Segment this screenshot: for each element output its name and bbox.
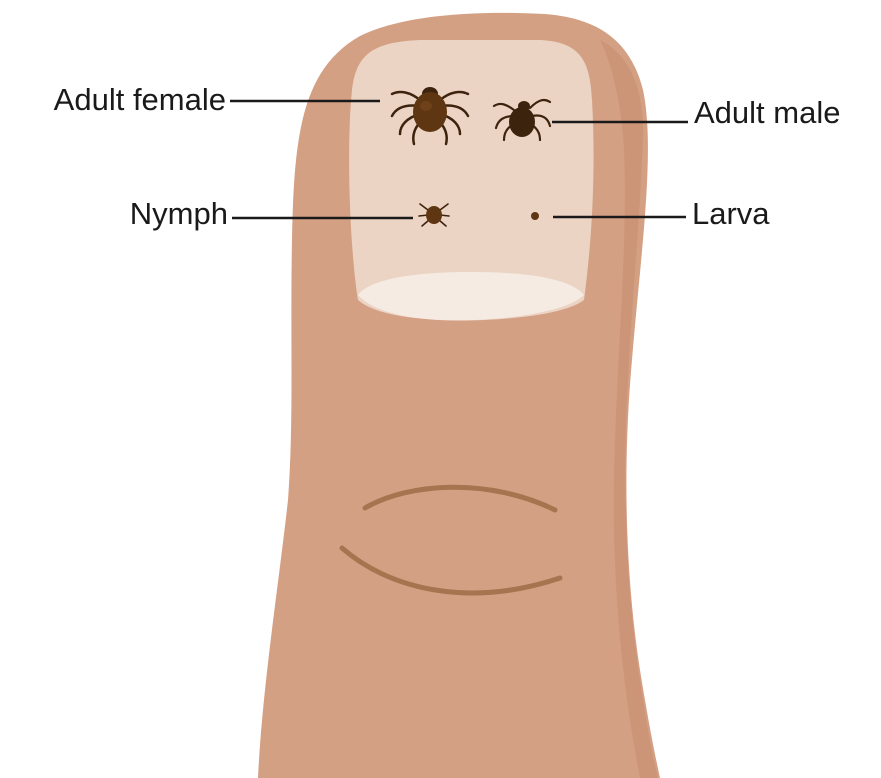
larva-tick-icon	[531, 212, 539, 220]
adult-male-label: Adult male	[694, 95, 840, 130]
fingernail	[349, 40, 593, 320]
nymph-label: Nymph	[130, 196, 228, 231]
larva-label: Larva	[692, 196, 770, 231]
adult-female-label: Adult female	[54, 82, 226, 117]
